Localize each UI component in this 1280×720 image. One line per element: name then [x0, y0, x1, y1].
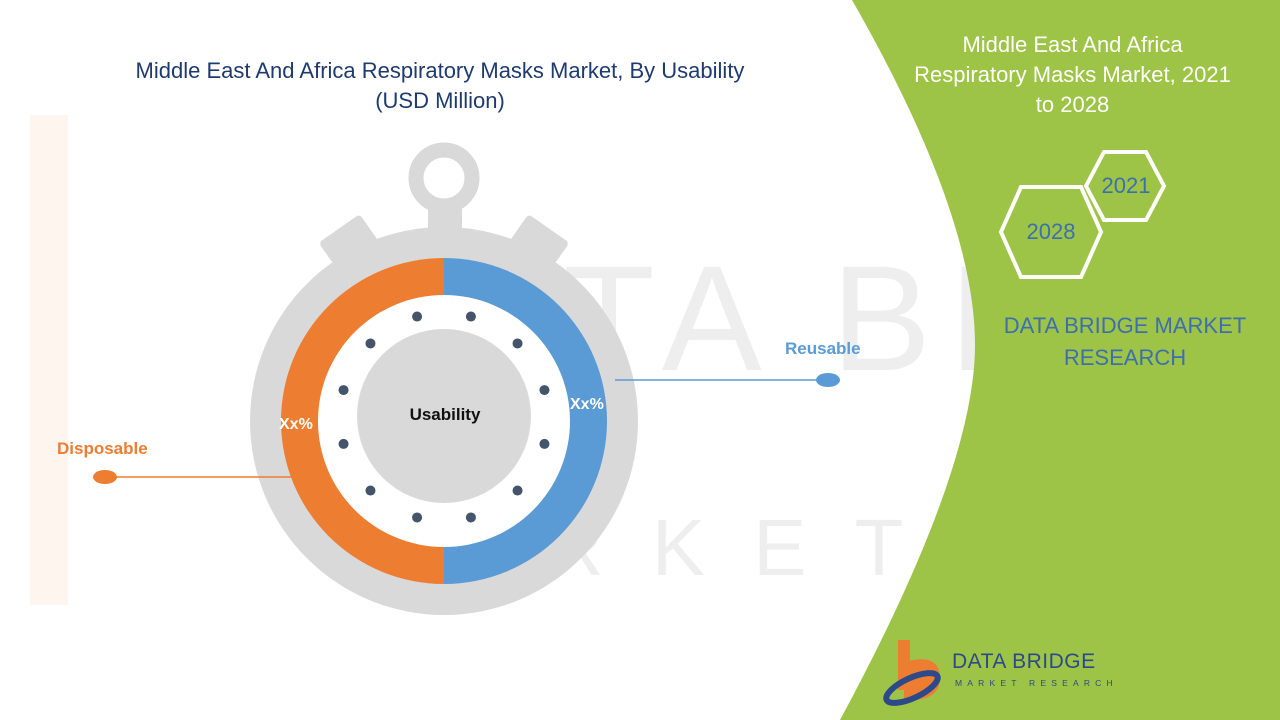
- dial-dot: [512, 338, 523, 349]
- dial-dot: [465, 311, 476, 322]
- logo-tagline: MARKET RESEARCH: [955, 678, 1118, 688]
- center-hub: [357, 329, 531, 503]
- brand-name: DATA BRIDGE MARKET RESEARCH: [1003, 313, 1247, 370]
- hexagon-2021: [1083, 150, 1167, 222]
- panel-title: Middle East And Africa Respiratory Masks…: [914, 32, 1231, 117]
- hex-year-2021: 2021: [1101, 173, 1151, 198]
- dial-dot: [465, 512, 476, 523]
- legend-reusable: Reusable: [785, 339, 861, 358]
- chart-title: Middle East And Africa Respiratory Masks…: [60, 56, 820, 116]
- center-label: Usability: [409, 405, 481, 424]
- hexagon-2028: [998, 185, 1104, 279]
- dial-dot: [512, 485, 523, 496]
- dial-dot: [539, 385, 550, 396]
- logo-mark: [883, 640, 941, 706]
- dial-dot: [412, 512, 423, 523]
- dial-dot: [539, 438, 550, 449]
- logo-name: DATA BRIDGE: [952, 650, 1096, 673]
- chart-title-line2: (USD Million): [375, 88, 505, 113]
- disposable-value-label: Xx%: [279, 416, 313, 433]
- dial-dot: [365, 485, 376, 496]
- disposable-marker: [93, 470, 117, 484]
- hex-year-2028: 2028: [1026, 219, 1076, 244]
- chart-title-line1: Middle East And Africa Respiratory Masks…: [135, 58, 745, 83]
- dial-dot: [365, 338, 376, 349]
- reusable-marker: [816, 373, 840, 387]
- legend-disposable: Disposable: [57, 439, 148, 458]
- dial-dots: [338, 311, 550, 523]
- dial-dot: [412, 311, 423, 322]
- reusable-value-label: Xx%: [570, 396, 604, 413]
- green-panel: [840, 0, 1280, 720]
- dial-dot: [338, 438, 349, 449]
- dial-dot: [338, 385, 349, 396]
